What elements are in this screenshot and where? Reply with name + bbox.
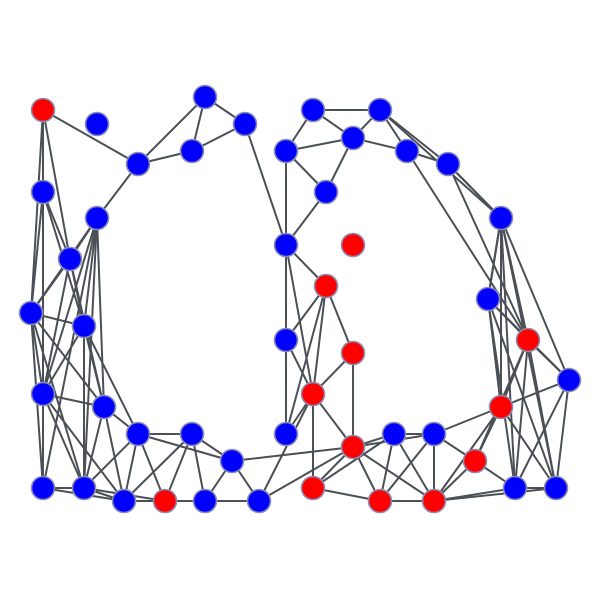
graph-node-blue	[111, 488, 137, 514]
graph-edge	[487, 217, 502, 300]
graph-node-red	[152, 488, 178, 514]
graph-node-red	[340, 434, 366, 460]
graph-node-blue	[300, 97, 326, 123]
graph-node-blue	[84, 111, 110, 137]
graph-node-blue	[125, 421, 151, 447]
graph-node-blue	[71, 313, 97, 339]
graph-edge	[42, 393, 85, 489]
graph-node-blue	[232, 111, 258, 137]
graph-node-blue	[367, 97, 393, 123]
graph-node-blue	[273, 138, 299, 164]
graph-node-blue	[30, 381, 56, 407]
graph-edge	[487, 298, 557, 489]
graph-node-red	[300, 475, 326, 501]
graph-edge	[30, 312, 85, 489]
graph-node-blue	[273, 327, 299, 353]
graph-node-blue	[192, 488, 218, 514]
graph-edge	[258, 446, 354, 502]
graph-edge	[83, 325, 139, 435]
graph-node-red	[340, 232, 366, 258]
graph-node-red	[340, 340, 366, 366]
graph-edge	[83, 325, 105, 408]
graph-edge	[312, 285, 327, 395]
graph-edge	[285, 244, 314, 395]
graph-edge	[137, 96, 206, 165]
graph-edge	[123, 433, 193, 502]
graph-edge	[137, 433, 233, 462]
graph-edge	[312, 433, 395, 489]
graph-node-blue	[475, 286, 501, 312]
graph-node-blue	[18, 300, 44, 326]
graph-node-blue	[219, 448, 245, 474]
graph-node-blue	[313, 179, 339, 205]
graph-node-blue	[179, 421, 205, 447]
graph-node-blue	[394, 138, 420, 164]
graph-edge	[379, 433, 435, 502]
graph-node-blue	[30, 475, 56, 501]
graph-edge	[30, 312, 105, 408]
graph-edge	[447, 163, 502, 219]
graph-edge	[514, 379, 570, 489]
graph-edge	[352, 446, 435, 502]
graph-node-blue	[179, 138, 205, 164]
graph-node-blue	[84, 205, 110, 231]
graph-node-blue	[488, 205, 514, 231]
graph-edge	[83, 433, 139, 489]
graph-node-blue	[381, 421, 407, 447]
graph-node-blue	[556, 367, 582, 393]
graph-node-blue	[125, 151, 151, 177]
graph-edge	[30, 109, 44, 314]
graph-edge	[393, 433, 435, 502]
graph-edge	[42, 393, 125, 502]
graph-node-red	[421, 488, 447, 514]
graph-node-blue	[246, 488, 272, 514]
graph-edge	[30, 191, 44, 314]
graph-edge	[42, 258, 71, 395]
graph-node-blue	[71, 475, 97, 501]
graph-edge	[231, 446, 354, 462]
graph-node-blue	[192, 84, 218, 110]
graph-edge	[42, 217, 98, 395]
graph-node-red	[30, 97, 56, 123]
graph-node-red	[462, 448, 488, 474]
graph-node-blue	[30, 179, 56, 205]
graph-edge	[96, 217, 105, 408]
node-layer	[18, 84, 582, 514]
graph-node-blue	[273, 421, 299, 447]
graph-node-blue	[502, 475, 528, 501]
graph-node-blue	[421, 421, 447, 447]
graph-edge	[42, 325, 85, 395]
graph-edge	[103, 406, 125, 502]
graph-node-blue	[435, 151, 461, 177]
graph-edge	[258, 393, 314, 502]
graph-edge	[500, 217, 570, 381]
graph-node-red	[488, 394, 514, 420]
graph-edge	[500, 406, 557, 489]
graph-node-red	[313, 273, 339, 299]
graph-node-red	[367, 488, 393, 514]
graph-edge	[406, 150, 529, 341]
graph-node-blue	[543, 475, 569, 501]
graph-edge	[514, 339, 529, 489]
graph-node-blue	[340, 125, 366, 151]
graph-node-red	[515, 327, 541, 353]
graph-edge	[83, 217, 98, 327]
graph-edge	[42, 109, 139, 165]
graph-edge	[83, 406, 105, 489]
graph-node-red	[300, 381, 326, 407]
graph-node-blue	[273, 232, 299, 258]
graph-node-blue	[57, 246, 83, 272]
graph-edge	[433, 487, 557, 502]
graph-edge	[42, 109, 71, 260]
graph-edge	[285, 285, 327, 435]
graph-edge	[244, 123, 287, 246]
graph-edge	[447, 163, 529, 341]
graph-edge	[30, 312, 44, 395]
graph-edge	[487, 298, 502, 408]
graph-node-blue	[91, 394, 117, 420]
graph-edge	[42, 217, 98, 489]
graph-edge	[500, 217, 529, 341]
graph-edge	[555, 379, 570, 489]
